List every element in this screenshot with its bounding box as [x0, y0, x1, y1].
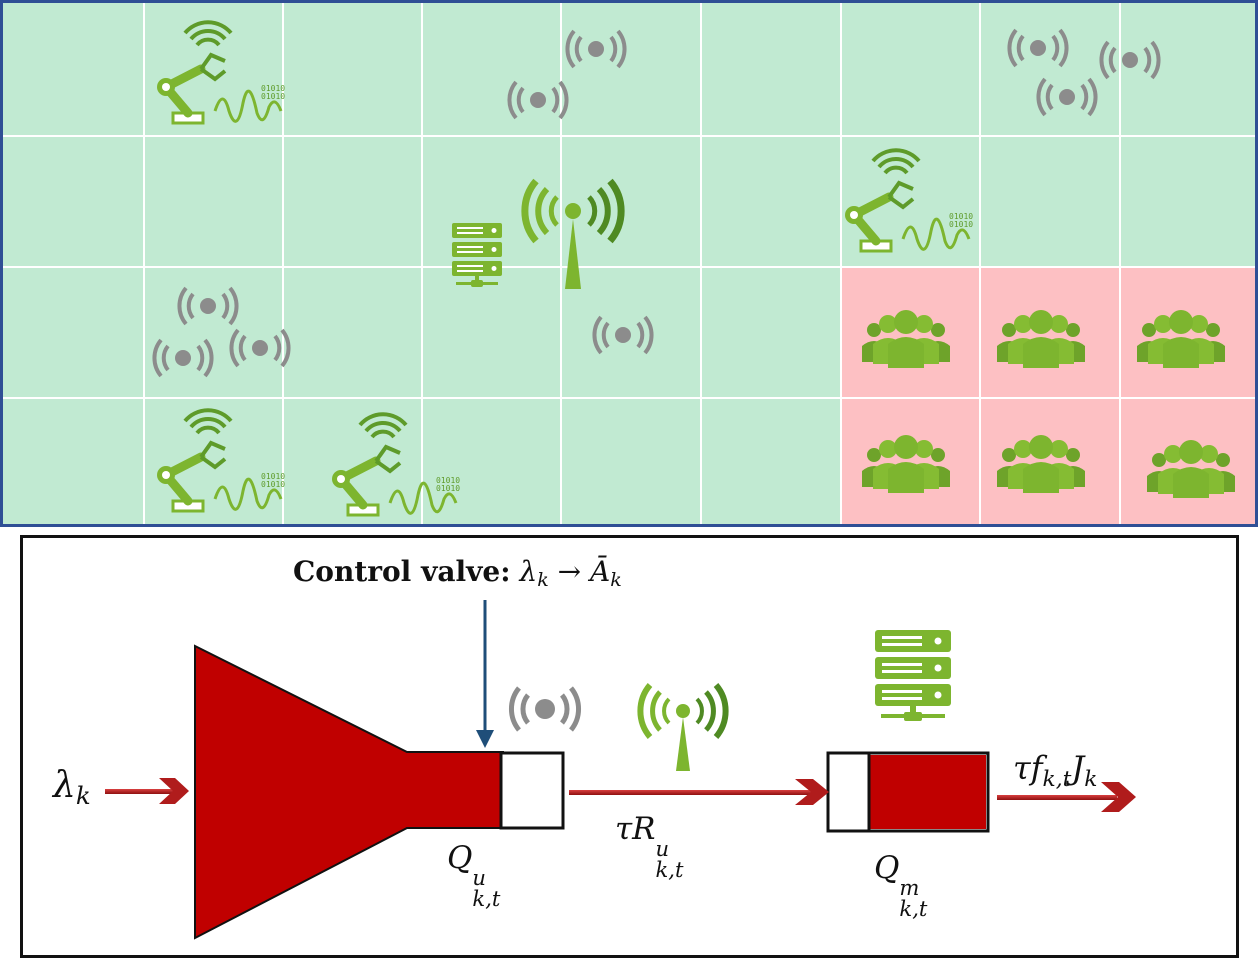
queue-model-diagram: Control valve: λk → Āk λk τR u k,t Q u k… [20, 535, 1239, 958]
sensor-icon [1036, 77, 1098, 117]
uplink-rate-label: τR u k,t [615, 811, 684, 883]
grid-canvas: 01010 01010 [3, 3, 1255, 524]
robot-arm-icon [157, 410, 285, 511]
arrival-rate-label: λk [53, 765, 91, 811]
sensor-icon [507, 80, 569, 120]
sensor-icon [152, 338, 214, 378]
grid-lines [3, 3, 1255, 524]
sensor-icon [565, 29, 627, 69]
sensor-icon [592, 315, 654, 355]
robot-arm-icon [332, 414, 460, 515]
edge-server-icon [875, 630, 951, 721]
robot-arm-icon [157, 22, 285, 123]
robot-arm-icon [845, 150, 973, 251]
sensor-icon [1099, 40, 1161, 80]
base-station-antenna-icon [525, 181, 621, 289]
server-queue-label: Q m k,t [874, 850, 928, 922]
sensor-icon [1007, 28, 1069, 68]
sensor-icon [177, 286, 239, 326]
coverage-grid-map: 01010 01010 [0, 0, 1258, 527]
arrival-arrow [105, 778, 189, 804]
base-station-antenna-icon [637, 683, 729, 771]
output-arrow [997, 782, 1136, 812]
control-valve-arrow [476, 600, 494, 748]
service-output-label: τfk,tJk [1013, 749, 1098, 792]
edge-server-icon [452, 223, 502, 287]
control-valve-label: Control valve: λk → Āk [293, 555, 622, 591]
server-queue-fill [869, 755, 986, 829]
sensor-icon [229, 328, 291, 368]
sensor-icon [511, 688, 578, 730]
queue-canvas [105, 600, 1136, 940]
device-queue-label: Q u k,t [447, 840, 501, 912]
device-queue-empty-slot [499, 751, 565, 830]
uplink-arrow [569, 779, 829, 805]
